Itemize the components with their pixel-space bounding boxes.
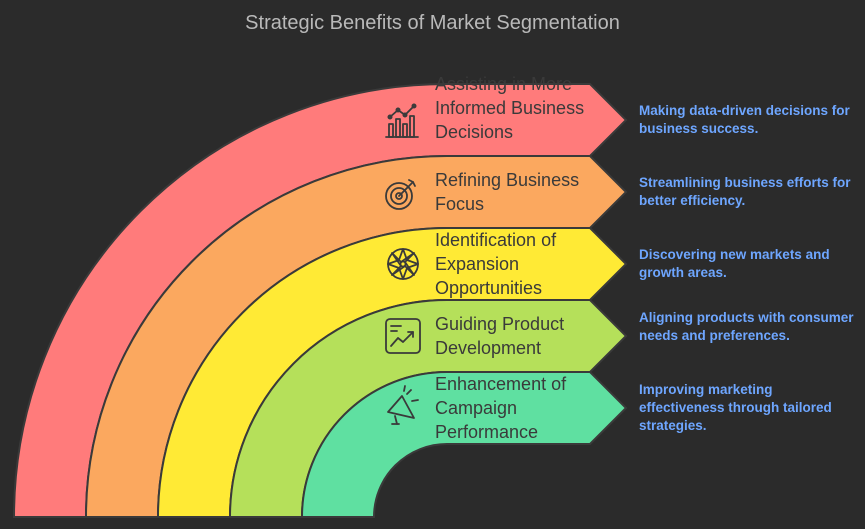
megaphone-icon <box>387 385 419 425</box>
band-label-campaign: Enhancement of Campaign Performance <box>435 374 567 442</box>
band-label-decisions: Assisting in More Informed Business Deci… <box>435 74 585 142</box>
band-description-focus: Streamlining business efforts for better… <box>639 175 851 208</box>
band-label-expansion: Identification of Expansion Opportunitie… <box>435 230 557 298</box>
band-campaign <box>300 371 628 518</box>
bar-chart-icon <box>385 103 419 138</box>
target-icon <box>385 179 416 210</box>
compass-icon <box>387 248 419 280</box>
band-description-decisions: Making data-driven decisions for busines… <box>639 103 850 136</box>
band-description-expansion: Discovering new markets and growth areas… <box>639 247 830 280</box>
band-label-product: Guiding Product Development <box>435 314 565 358</box>
band-label-focus: Refining Business Focus <box>435 170 580 214</box>
band-description-campaign: Improving marketing effectiveness throug… <box>639 382 832 433</box>
band-description-product: Aligning products with consumer needs an… <box>639 310 854 343</box>
arc-bands <box>12 83 628 518</box>
band-icons <box>385 103 421 425</box>
diagram-title: Strategic Benefits of Market Segmentatio… <box>245 12 620 34</box>
trend-chart-icon <box>385 318 421 354</box>
